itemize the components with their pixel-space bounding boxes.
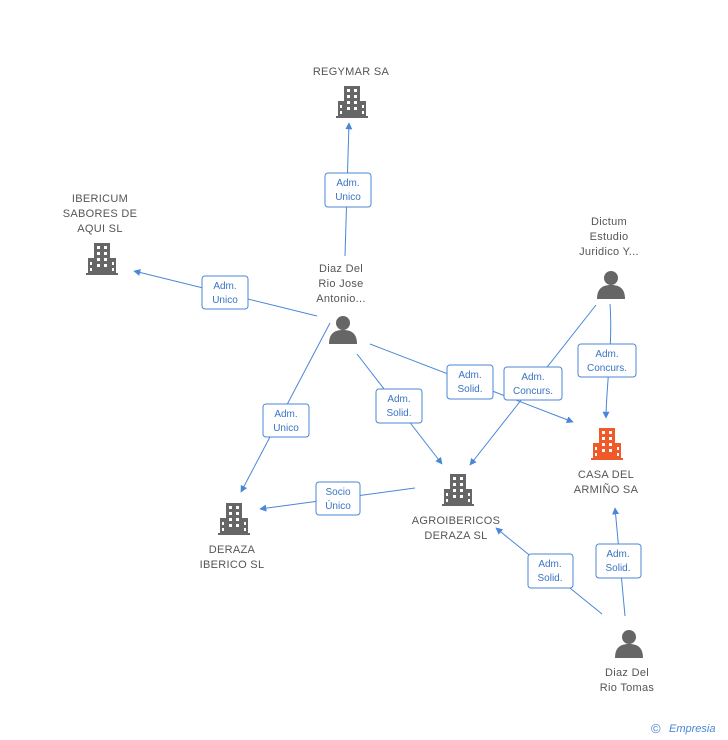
node-deraza-iberico[interactable]: DERAZA IBERICO SL <box>200 503 265 571</box>
svg-text:Adm.: Adm. <box>595 349 618 360</box>
svg-text:Unico: Unico <box>335 192 361 203</box>
svg-text:Rio Jose: Rio Jose <box>318 278 363 290</box>
svg-text:AQUI SL: AQUI SL <box>77 223 123 235</box>
node-dictum[interactable]: Dictum Estudio Juridico Y... <box>579 216 639 299</box>
svg-text:Adm.: Adm. <box>387 394 410 405</box>
edge-labels: Adm. Unico Adm. Unico Adm. Unico Adm. So… <box>201 172 642 589</box>
person-icon <box>329 316 357 344</box>
building-icon <box>218 503 250 535</box>
svg-text:DERAZA: DERAZA <box>209 544 256 556</box>
svg-text:Solid.: Solid. <box>386 408 411 419</box>
svg-text:Socio: Socio <box>325 487 350 498</box>
node-diaz-jose[interactable]: Diaz Del Rio Jose Antonio... <box>316 263 365 344</box>
person-icon <box>615 630 643 658</box>
svg-text:Adm.: Adm. <box>213 281 236 292</box>
building-icon <box>591 428 623 460</box>
svg-text:Adm.: Adm. <box>538 559 561 570</box>
svg-text:Solid.: Solid. <box>605 563 630 574</box>
svg-text:Antonio...: Antonio... <box>316 293 365 305</box>
node-agroibericos[interactable]: AGROIBERICOS DERAZA SL <box>412 474 501 542</box>
svg-text:Unico: Unico <box>273 423 299 434</box>
brand-logo-text: Empresia <box>669 723 715 735</box>
node-ibericum[interactable]: IBERICUM SABORES DE AQUI SL <box>63 193 138 275</box>
edge-label-jose-regymar[interactable]: Adm. Unico <box>324 172 372 208</box>
person-icon <box>597 271 625 299</box>
node-casa-del-armino[interactable]: CASA DEL ARMIÑO SA <box>574 428 639 496</box>
edge-label-tomas-casa[interactable]: Adm. Solid. <box>595 543 642 579</box>
svg-text:Concurs.: Concurs. <box>587 363 627 374</box>
edge-label-dictum-agroibericos[interactable]: Adm. Concurs. <box>503 366 563 401</box>
edge-label-jose-deraza[interactable]: Adm. Unico <box>262 403 310 438</box>
edge-label-jose-ibericum[interactable]: Adm. Unico <box>201 275 249 310</box>
svg-text:Estudio: Estudio <box>590 231 629 243</box>
building-icon <box>442 474 474 506</box>
svg-text:Solid.: Solid. <box>537 573 562 584</box>
node-diaz-tomas[interactable]: Diaz Del Rio Tomas <box>600 630 655 694</box>
edge-label-agroibericos-deraza[interactable]: Socio Único <box>315 481 361 516</box>
svg-text:CASA DEL: CASA DEL <box>578 469 634 481</box>
svg-text:DERAZA SL: DERAZA SL <box>424 530 487 542</box>
svg-text:Adm.: Adm. <box>521 372 544 383</box>
svg-text:ARMIÑO SA: ARMIÑO SA <box>574 483 639 496</box>
svg-text:IBERICUM: IBERICUM <box>72 193 128 205</box>
svg-text:Juridico Y...: Juridico Y... <box>579 246 639 258</box>
svg-text:Diaz Del: Diaz Del <box>319 263 363 275</box>
copyright-symbol: © <box>651 721 661 736</box>
svg-text:Adm.: Adm. <box>458 370 481 381</box>
svg-text:Unico: Unico <box>212 295 238 306</box>
svg-text:Dictum: Dictum <box>591 216 627 228</box>
building-icon <box>86 243 118 275</box>
footer-brand: © Empresia <box>651 721 715 736</box>
svg-text:REGYMAR SA: REGYMAR SA <box>313 66 390 78</box>
edge-label-dictum-casa[interactable]: Adm. Concurs. <box>577 343 637 378</box>
edge-label-jose-casa[interactable]: Adm. Solid. <box>446 364 494 400</box>
svg-text:Rio Tomas: Rio Tomas <box>600 682 655 694</box>
svg-text:Concurs.: Concurs. <box>513 386 553 397</box>
svg-text:SABORES DE: SABORES DE <box>63 208 138 220</box>
svg-text:Adm.: Adm. <box>274 409 297 420</box>
building-icon <box>336 86 368 118</box>
svg-text:AGROIBERICOS: AGROIBERICOS <box>412 515 501 527</box>
svg-text:Diaz Del: Diaz Del <box>605 667 649 679</box>
edge-label-tomas-agroibericos[interactable]: Adm. Solid. <box>527 553 574 589</box>
svg-text:IBERICO SL: IBERICO SL <box>200 559 265 571</box>
svg-text:Único: Único <box>325 499 351 512</box>
svg-text:Solid.: Solid. <box>457 384 482 395</box>
node-regymar[interactable]: REGYMAR SA <box>313 66 390 118</box>
svg-text:Adm.: Adm. <box>336 178 359 189</box>
svg-text:Adm.: Adm. <box>606 549 629 560</box>
edge-label-jose-agroibericos[interactable]: Adm. Solid. <box>375 388 423 424</box>
